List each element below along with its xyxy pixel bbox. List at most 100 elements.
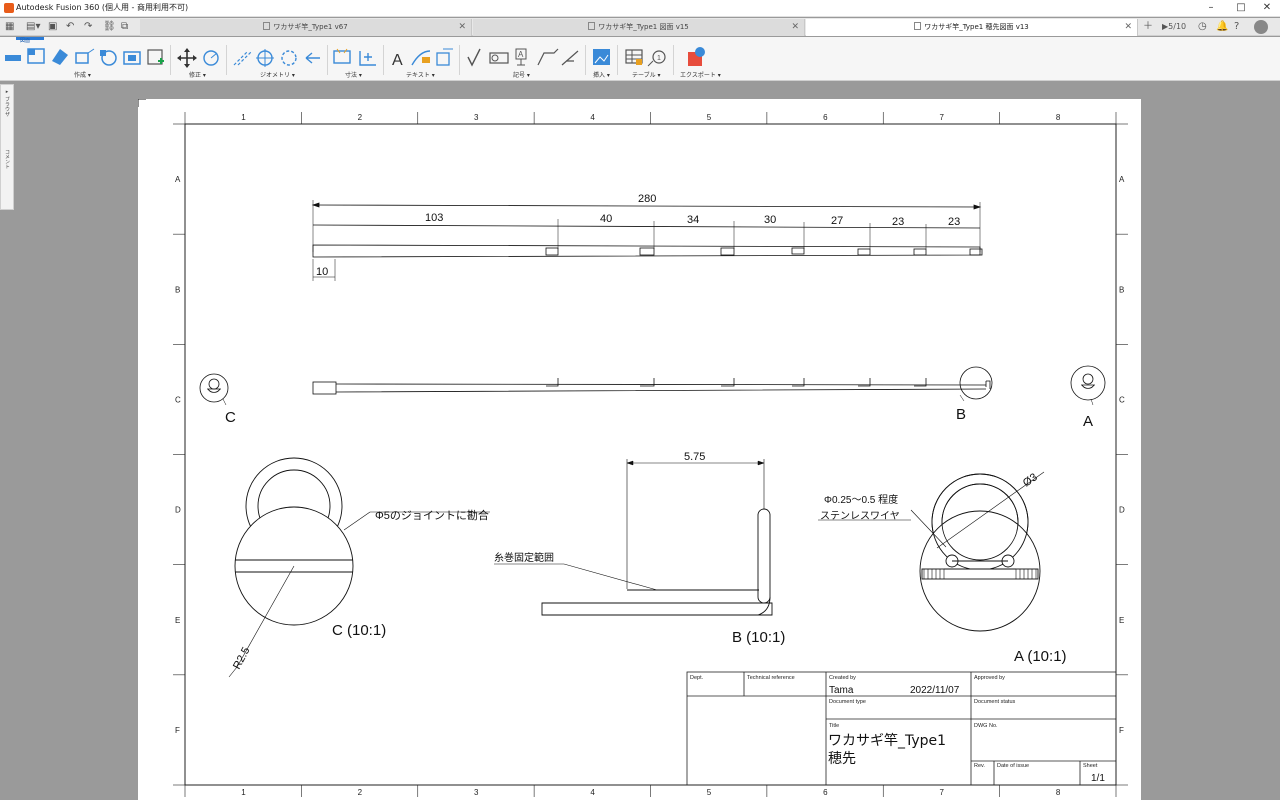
sheet-value[interactable]: 1/1 bbox=[1091, 773, 1105, 784]
detail-a-marker[interactable] bbox=[1070, 365, 1106, 401]
detail-c-note[interactable]: Φ5のジョイントに勘合 bbox=[375, 508, 489, 522]
active-workspace-tab[interactable] bbox=[16, 37, 44, 40]
maximize-button[interactable]: □ bbox=[1236, 2, 1246, 13]
separator bbox=[170, 45, 171, 75]
title-line-2[interactable]: 穂先 bbox=[828, 751, 856, 767]
save-icon[interactable]: ▣ bbox=[48, 21, 58, 32]
created-by-value[interactable]: Tama bbox=[829, 685, 854, 696]
top-view bbox=[311, 200, 983, 281]
fusion-app-icon bbox=[4, 3, 14, 13]
callout-c[interactable]: C bbox=[225, 409, 236, 426]
help-icon[interactable]: ? bbox=[1234, 21, 1240, 32]
window-title: Autodesk Fusion 360 (個人用 - 商用利用不可) bbox=[16, 3, 189, 12]
minimize-button[interactable]: – bbox=[1208, 2, 1214, 13]
detail-c-marker[interactable] bbox=[199, 373, 229, 403]
leader-icon[interactable] bbox=[411, 50, 431, 66]
balloon-icon[interactable]: 1 bbox=[647, 50, 666, 67]
app-grid-icon[interactable]: ▦ bbox=[5, 21, 15, 32]
tab-design[interactable]: ワカサギ竿_Type1 v67 ✕ bbox=[140, 19, 472, 36]
notification-icon[interactable]: 🔔 bbox=[1216, 21, 1229, 32]
projected-view-icon[interactable] bbox=[27, 48, 45, 64]
insert-image-icon[interactable] bbox=[593, 49, 610, 65]
group-insert[interactable]: 挿入 ▾ bbox=[593, 72, 610, 79]
segment-dimension[interactable]: 103 bbox=[425, 212, 443, 224]
group-modify[interactable]: 修正 ▾ bbox=[189, 72, 206, 79]
butt-dimension[interactable]: 10 bbox=[316, 266, 328, 278]
job-status-icon[interactable]: ▶5/10 bbox=[1162, 22, 1187, 31]
group-text[interactable]: テキスト ▾ bbox=[406, 72, 435, 79]
browser-label[interactable]: ▸ ブラウザ bbox=[4, 89, 10, 117]
close-tab-icon[interactable]: ✕ bbox=[1124, 22, 1132, 32]
tab-drawing[interactable]: ワカサギ竿_Type1 図面 v15 ✕ bbox=[473, 19, 805, 36]
comments-label[interactable]: コメント bbox=[4, 149, 10, 169]
center-mark-icon[interactable] bbox=[256, 49, 274, 67]
corner-mark bbox=[138, 99, 146, 107]
detail-b-note[interactable]: 糸巻固定範囲 bbox=[494, 551, 554, 564]
center-mark-pattern-icon[interactable] bbox=[281, 50, 297, 66]
browser-panel[interactable]: ▸ ブラウザ コメント bbox=[0, 84, 14, 210]
zone-label-column: 5 bbox=[707, 113, 712, 122]
taper-slope-icon[interactable] bbox=[561, 50, 579, 66]
group-dimension[interactable]: 寸法 ▾ bbox=[345, 72, 362, 79]
group-geometry[interactable]: ジオメトリ ▾ bbox=[260, 72, 295, 79]
tab-tip-drawing[interactable]: ワカサギ竿_Type1 穂先図面 v13 ✕ bbox=[806, 19, 1138, 36]
title-line-1[interactable]: ワカサギ竿_Type1 bbox=[828, 733, 946, 749]
close-tab-icon[interactable]: ✕ bbox=[791, 22, 799, 32]
group-create[interactable]: 作成 ▾ bbox=[74, 72, 91, 79]
redo-icon[interactable]: ↷ bbox=[84, 21, 93, 32]
segment-dimension[interactable]: 40 bbox=[600, 213, 612, 225]
overall-length-dimension[interactable]: 280 bbox=[638, 193, 656, 205]
link-icon[interactable]: ⛓ bbox=[103, 21, 116, 32]
callout-b[interactable]: B bbox=[956, 406, 966, 423]
surface-texture-icon[interactable] bbox=[467, 48, 481, 67]
segment-dimension[interactable]: 23 bbox=[948, 216, 960, 228]
file-menu-icon[interactable]: ▤▾ bbox=[26, 21, 41, 32]
segment-dimension[interactable]: 34 bbox=[687, 214, 699, 226]
segment-dimension[interactable]: 23 bbox=[892, 216, 904, 228]
centerline-icon[interactable] bbox=[233, 50, 253, 66]
created-date-value[interactable]: 2022/11/07 bbox=[910, 685, 960, 696]
detail-a-note-1[interactable]: Φ0.25～0.5 程度 bbox=[824, 493, 898, 506]
segment-dimension[interactable]: 30 bbox=[764, 214, 776, 226]
close-tab-icon[interactable]: ✕ bbox=[458, 22, 466, 32]
detail-b-width[interactable]: 5.75 bbox=[684, 451, 705, 463]
drawing-toolbar: 図面 A A bbox=[0, 37, 1280, 81]
detail-b-marker[interactable] bbox=[959, 366, 993, 400]
callout-a[interactable]: A bbox=[1083, 413, 1093, 430]
undo-icon[interactable]: ↶ bbox=[66, 21, 75, 32]
detail-c-radius[interactable]: R2.5 bbox=[231, 645, 253, 671]
segment-dimension[interactable]: 27 bbox=[831, 215, 843, 227]
rotate-icon[interactable] bbox=[203, 50, 219, 66]
section-view-icon[interactable] bbox=[52, 49, 68, 65]
detail-view-icon[interactable] bbox=[75, 48, 95, 64]
detail-b-title[interactable]: B (10:1) bbox=[732, 629, 785, 646]
feature-control-frame-icon[interactable] bbox=[489, 52, 509, 64]
weld-symbol-icon[interactable] bbox=[537, 48, 559, 66]
edge-extension-icon[interactable] bbox=[305, 52, 320, 64]
crop-view-icon[interactable] bbox=[123, 51, 141, 65]
move-icon[interactable] bbox=[177, 48, 197, 68]
detail-c-title[interactable]: C (10:1) bbox=[332, 622, 386, 639]
break-view-icon[interactable] bbox=[100, 50, 117, 66]
datum-identifier-icon[interactable]: A bbox=[515, 48, 527, 66]
group-table[interactable]: テーブル ▾ bbox=[632, 72, 661, 79]
new-tab-icon[interactable]: ＋ bbox=[1143, 21, 1153, 32]
text-icon[interactable]: A bbox=[392, 52, 403, 69]
zone-label-row: A bbox=[175, 175, 181, 184]
avatar[interactable] bbox=[1254, 20, 1268, 34]
copy-icon[interactable]: ⧉ bbox=[121, 21, 129, 32]
ordinate-dimension-icon[interactable] bbox=[359, 51, 376, 66]
new-sheet-icon[interactable] bbox=[147, 49, 164, 65]
detail-a-note-2[interactable]: ステンレスワイヤ bbox=[820, 511, 900, 522]
detail-a-title[interactable]: A (10:1) bbox=[1014, 648, 1067, 665]
export-pdf-icon[interactable] bbox=[688, 47, 705, 66]
base-view-icon[interactable] bbox=[5, 55, 21, 61]
note-icon[interactable] bbox=[436, 48, 453, 66]
dimension-icon[interactable] bbox=[333, 48, 351, 64]
group-export[interactable]: エクスポート ▾ bbox=[680, 72, 721, 79]
group-symbols[interactable]: 記号 ▾ bbox=[513, 72, 530, 79]
close-window-button[interactable]: ✕ bbox=[1262, 2, 1272, 13]
table-icon[interactable] bbox=[625, 49, 643, 65]
clock-icon[interactable]: ◷ bbox=[1198, 21, 1207, 32]
